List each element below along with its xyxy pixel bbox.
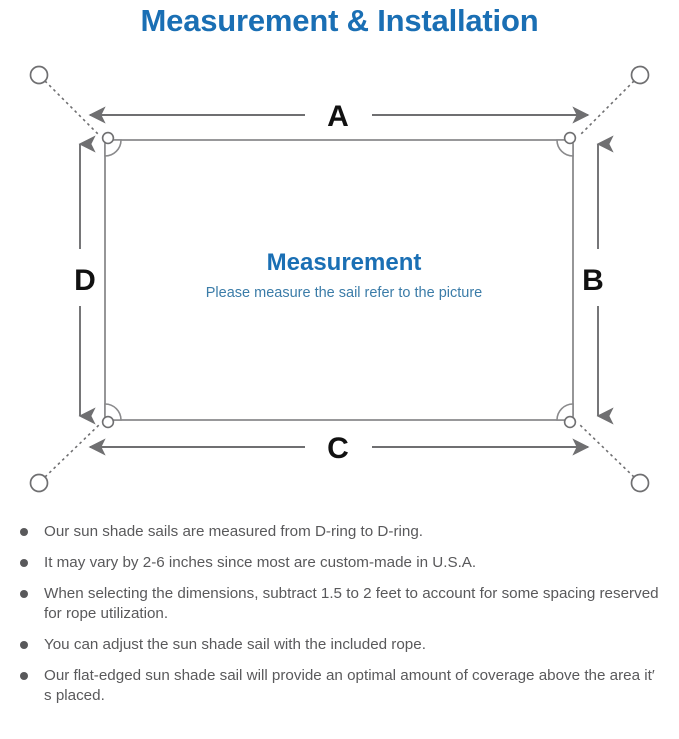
bullet-icon	[20, 590, 28, 598]
list-item: When selecting the dimensions, subtract …	[14, 584, 665, 624]
d-ring-top-right-icon	[563, 131, 577, 145]
note-text: You can adjust the sun shade sail with t…	[44, 636, 426, 653]
note-text: Our flat-edged sun shade sail will provi…	[44, 667, 655, 704]
note-text: It may vary by 2-6 inches since most are…	[44, 554, 477, 571]
anchor-bottom-left-icon	[29, 473, 49, 493]
dimension-b-label: B	[582, 264, 604, 297]
diagram-svg: A C D B Measurement Please measure the s…	[29, 65, 650, 493]
note-text: When selecting the dimensions, subtract …	[44, 585, 659, 622]
diagram-center-title: Measurement	[267, 249, 422, 276]
d-ring-top-left-icon	[101, 131, 115, 145]
dimension-a-label: A	[327, 100, 349, 133]
d-ring-bottom-left-icon	[101, 415, 115, 429]
dimension-c-label: C	[327, 432, 349, 465]
bullet-icon	[20, 672, 28, 680]
list-item: You can adjust the sun shade sail with t…	[14, 635, 665, 655]
page-title: Measurement & Installation	[140, 3, 539, 38]
dimension-d: D	[74, 135, 96, 425]
anchor-top-right-icon	[630, 65, 650, 85]
anchor-bottom-right-icon	[630, 473, 650, 493]
dimension-a: A	[88, 100, 590, 133]
note-text: Our sun shade sails are measured from D-…	[44, 523, 423, 540]
d-rings	[101, 131, 577, 429]
rope-line-top-right	[578, 80, 635, 137]
list-item: Our sun shade sails are measured from D-…	[14, 522, 665, 542]
notes-list: Our sun shade sails are measured from D-…	[0, 522, 679, 717]
d-ring-bottom-right-icon	[563, 415, 577, 429]
rope-line-bottom-right	[578, 423, 635, 478]
list-item: Our flat-edged sun shade sail will provi…	[14, 666, 665, 706]
anchor-points	[29, 65, 650, 493]
anchor-top-left-icon	[29, 65, 49, 85]
dimension-b: B	[582, 135, 614, 425]
bullet-icon	[20, 559, 28, 567]
rope-line-top-left	[44, 80, 101, 137]
rope-lines	[44, 80, 635, 478]
sail-rectangle	[104, 139, 574, 421]
diagram-center-subtitle: Please measure the sail refer to the pic…	[206, 285, 482, 301]
bullet-icon	[20, 641, 28, 649]
bullet-icon	[20, 528, 28, 536]
list-item: It may vary by 2-6 inches since most are…	[14, 553, 665, 573]
dimension-d-label: D	[74, 264, 96, 297]
rope-line-bottom-left	[44, 423, 101, 478]
dimension-c: C	[88, 432, 590, 465]
measurement-diagram: A C D B Measurement Please measure the s…	[0, 44, 679, 516]
